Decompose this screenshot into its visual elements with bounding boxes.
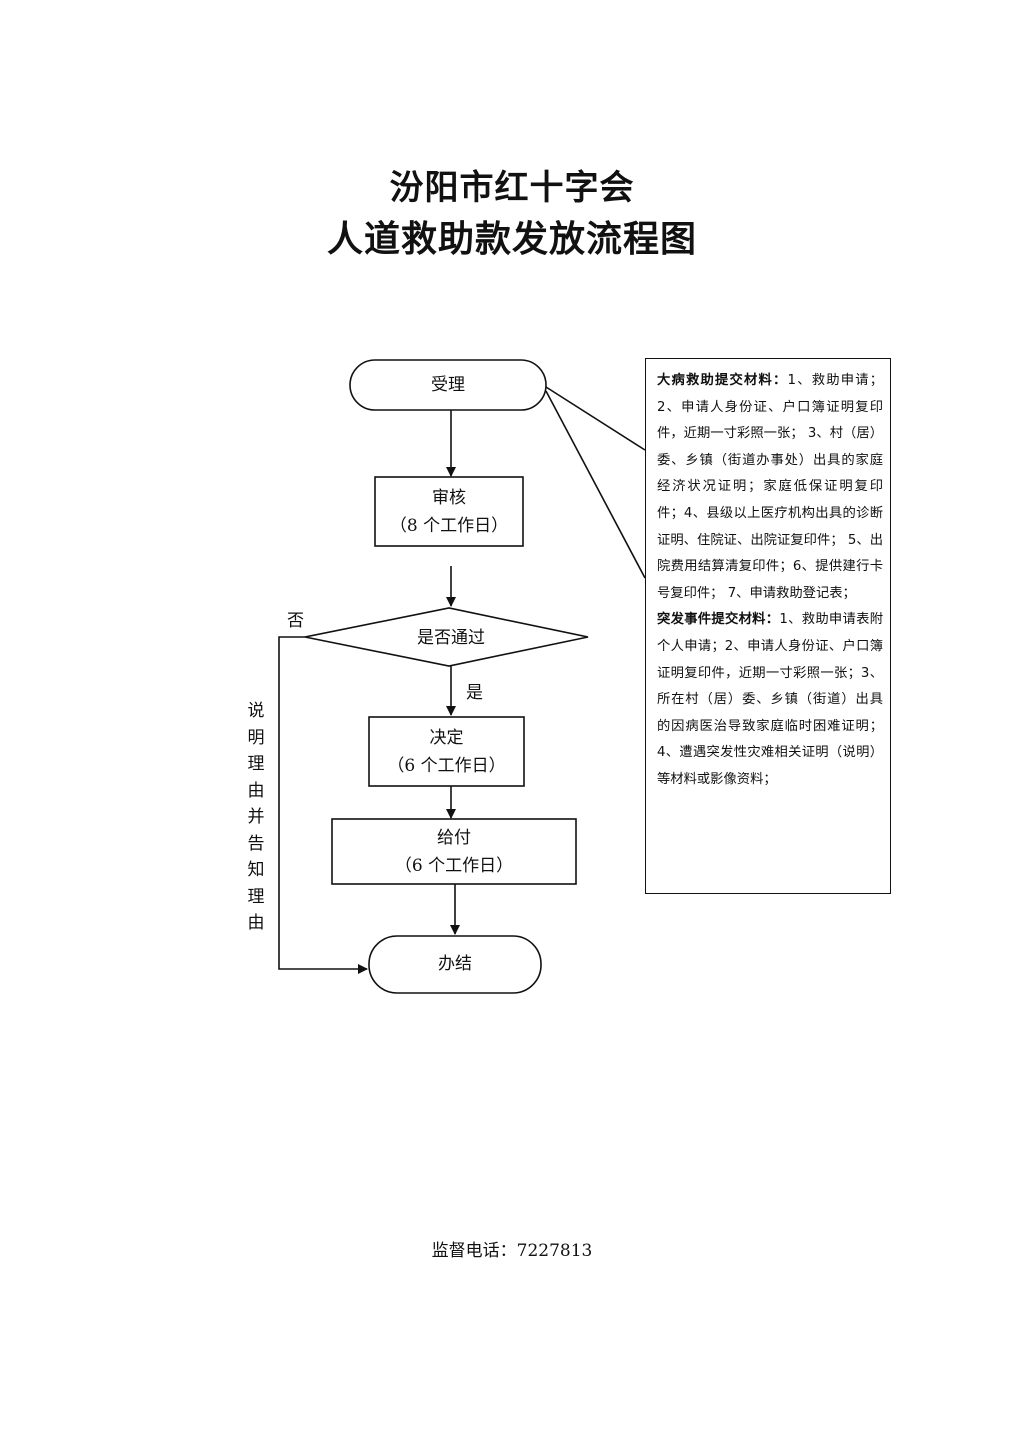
- reject-note-char: 由: [247, 780, 265, 801]
- decide-node: 决定 （6 个工作日）: [369, 724, 524, 780]
- reject-note: 说 明 理 由 并 告 知 理 由: [246, 698, 266, 937]
- done-node-shape: [368, 935, 542, 994]
- reject-note-char: 理: [247, 754, 265, 774]
- yes-branch-label: 是: [466, 683, 483, 703]
- reject-note-char: 由: [247, 913, 265, 933]
- materials-text: 大病救助提交材料：1、救助申请；2、申请人身份证、户口簿证明复印件，近期一寸彩照…: [657, 368, 883, 794]
- no-branch-label: 否: [287, 611, 304, 631]
- reject-note-char: 明: [247, 727, 265, 748]
- reject-note-char: 知: [247, 860, 265, 880]
- done-node: 办结: [438, 954, 472, 974]
- reject-note-char: 理: [247, 886, 265, 907]
- illness-materials-list: 1、救助申请；2、申请人身份证、户口簿证明复印件，近期一寸彩照一张； 3、村（居…: [657, 373, 884, 601]
- reject-note-char: 说: [247, 701, 265, 721]
- review-duration: （8 个工作日）: [389, 516, 509, 536]
- decide-label: 决定: [429, 728, 464, 748]
- review-label: 审核: [432, 488, 466, 508]
- supervision-phone: 监督电话：7227813: [431, 1241, 593, 1261]
- decision-node: 是否通过: [417, 628, 485, 648]
- title-line-1: 汾阳市红十字会: [389, 168, 635, 208]
- accept-node: 受理: [431, 375, 465, 395]
- emergency-materials-heading: 突发事件提交材料：: [657, 612, 780, 628]
- title-line-2: 人道救助款发放流程图: [326, 218, 697, 260]
- review-node-shape: [374, 476, 524, 547]
- pay-duration: （6 个工作日）: [394, 856, 514, 876]
- pay-node-shape: [331, 818, 577, 885]
- accept-node-shape: [349, 359, 547, 411]
- decide-duration: （6 个工作日）: [387, 756, 506, 776]
- pay-node: 给付 （6 个工作日）: [332, 824, 576, 880]
- review-node: 审核 （8 个工作日）: [375, 484, 523, 540]
- materials-box: [645, 358, 891, 894]
- emergency-materials-list: 1、救助申请表附个人申请；2、申请人身份证、户口簿证明复印件，近期一寸彩照一张；…: [657, 612, 884, 787]
- decision-node-shape: [304, 607, 589, 667]
- reject-note-char: 并: [247, 807, 265, 827]
- illness-materials-heading: 大病救助提交材料：: [657, 373, 788, 388]
- pay-label: 给付: [437, 828, 471, 848]
- decide-node-shape: [368, 716, 525, 787]
- reject-note-char: 告: [247, 833, 265, 854]
